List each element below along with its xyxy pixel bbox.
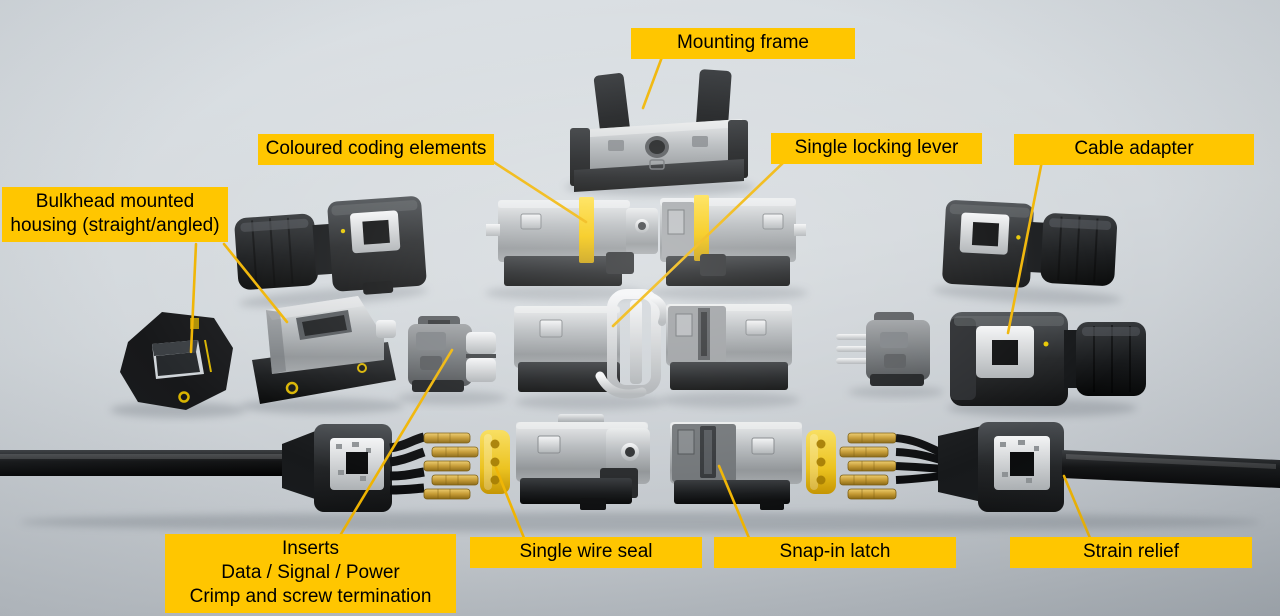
- label-single-wire-seal: Single wire seal: [470, 537, 702, 568]
- cable-connector-right-part: [932, 200, 1123, 305]
- single-locking-lever-part: [595, 289, 668, 399]
- label-mounting-frame: Mounting frame: [631, 28, 855, 59]
- coded-housing-right-part: [648, 195, 808, 301]
- snap-in-latch-housing-part: [670, 422, 802, 510]
- leader-lines: [189, 55, 1092, 540]
- leader-snap-in-latch: [717, 464, 751, 540]
- leader-bulkhead-angled: [222, 242, 289, 324]
- label-coloured-coding-elements: Coloured coding elements: [258, 134, 494, 165]
- single-wire-seal-right-part: [806, 430, 836, 494]
- label-snap-in-latch: Snap-in latch: [714, 537, 956, 568]
- bulkhead-angled-housing-part: [240, 296, 404, 414]
- snap-in-latch-part: [704, 430, 712, 474]
- label-inserts: Inserts Data / Signal / Power Crimp and …: [165, 534, 456, 613]
- label-cable-adapter: Cable adapter: [1014, 134, 1254, 165]
- leader-single-locking-lever: [611, 158, 788, 328]
- leader-cable-adapter: [1006, 159, 1044, 335]
- latch-housing-part: [660, 304, 800, 408]
- bulkhead-cable-connector-left-part: [234, 196, 429, 308]
- row4-shadow: [20, 512, 1260, 532]
- crimp-connector-left-part: [282, 424, 426, 512]
- cable-adapter-part: [947, 312, 1146, 417]
- leader-single-wire-seal: [494, 466, 526, 540]
- bulkhead-frame-part: [110, 312, 246, 418]
- coding-ring-left: [579, 197, 594, 263]
- leader-bulkhead-straight: [189, 242, 198, 354]
- crimp-contacts-left-part: [423, 432, 479, 500]
- single-wire-seal-left-part: [480, 430, 510, 494]
- crimp-contacts-right-part: [839, 432, 897, 500]
- leader-coloured-coding: [490, 159, 588, 224]
- label-bulkhead-mounted-housing: Bulkhead mounted housing (straight/angle…: [2, 187, 228, 242]
- label-strain-relief: Strain relief: [1010, 537, 1252, 568]
- cable-left-part: [0, 450, 290, 476]
- strain-relief-connector-part: [895, 422, 1064, 512]
- sealed-housing-left-part: [516, 414, 650, 510]
- leader-inserts: [339, 348, 454, 536]
- coding-ring-right: [694, 195, 709, 261]
- leader-strain-relief: [1062, 474, 1092, 540]
- coded-housing-left-part: [485, 197, 658, 301]
- locking-lever-housing-part: [514, 289, 668, 410]
- insert-module-left-part: [397, 316, 507, 405]
- label-single-locking-lever: Single locking lever: [771, 133, 982, 164]
- cable-right-part: [1062, 450, 1280, 488]
- mounting-frame-part: [565, 69, 755, 196]
- leader-mounting-frame: [641, 55, 664, 110]
- insert-module-right-part: [836, 312, 944, 398]
